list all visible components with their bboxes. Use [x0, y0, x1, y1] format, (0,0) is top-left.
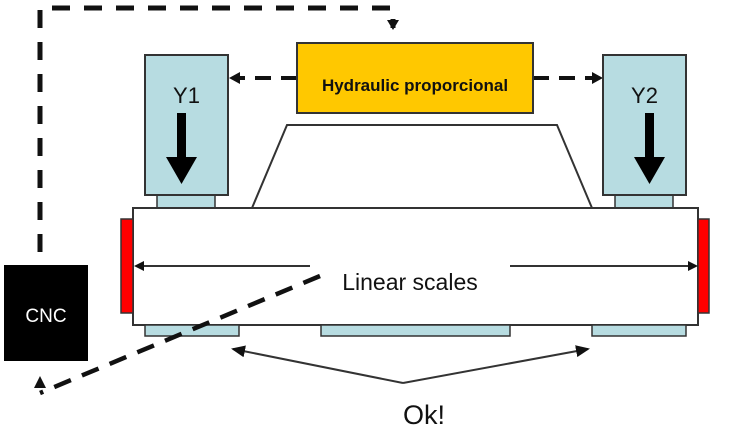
cylinder-y2-label: Y2 — [631, 83, 658, 108]
valve-to-y1-line — [229, 72, 297, 84]
hydraulic-valve-box — [296, 42, 534, 114]
y1-arrow-shaft — [177, 113, 186, 159]
ok-arrow-left — [231, 345, 404, 384]
y1-down-arrow-icon — [166, 157, 197, 184]
valve-to-y2-line — [533, 72, 603, 84]
y2-pad — [614, 194, 674, 209]
arrow-up-icon — [34, 376, 46, 388]
scales-to-cnc-line — [34, 273, 321, 396]
linear-scale-right — [697, 218, 710, 314]
cylinder-y1-label: Y1 — [173, 83, 200, 108]
arrow-down-icon — [387, 20, 399, 30]
arrow-left-icon — [229, 72, 240, 84]
arrow-right-icon — [592, 72, 603, 84]
bottom-pad-middle — [320, 324, 511, 337]
cylinder-y1 — [144, 54, 229, 196]
y2-arrow-shaft — [645, 113, 654, 159]
cylinder-y2 — [602, 54, 687, 196]
cnc-to-valve-line — [37, 5, 399, 252]
ram-beam — [251, 124, 593, 209]
cnc-label: CNC — [25, 306, 66, 327]
ok-arrow-right — [402, 345, 590, 384]
y2-down-arrow-icon — [634, 157, 665, 184]
ok-label: Ok! — [403, 400, 445, 430]
cnc-box — [4, 265, 88, 361]
bottom-pad-left — [144, 324, 240, 337]
hydraulic-valve-label: Hydraulic proporcional — [322, 76, 508, 95]
linear-scales-label: Linear scales — [342, 269, 478, 295]
linear-scale-left — [120, 218, 134, 314]
bottom-pad-right — [591, 324, 687, 337]
y1-pad — [156, 194, 216, 209]
